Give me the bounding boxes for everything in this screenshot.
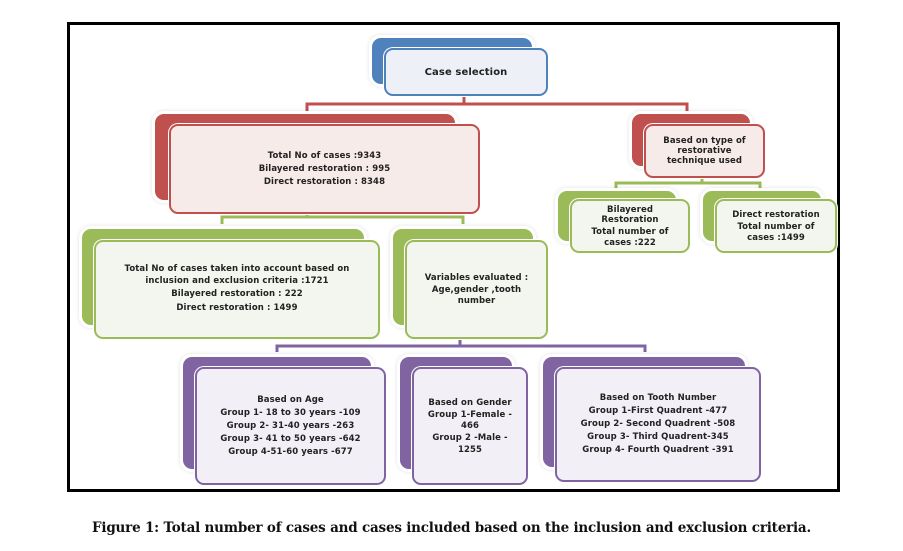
node-text: Group 4- Fourth Quadrent -391 — [582, 445, 734, 455]
node-text: Total number of — [737, 222, 815, 232]
node-total-cases: Total No of cases :9343 Bilayered restor… — [155, 114, 480, 214]
node-text: Group 1-First Quadrent -477 — [588, 406, 728, 416]
node-text: Total No of cases taken into account bas… — [124, 264, 350, 274]
node-based-on-tooth-number: Based on Tooth Number Group 1-First Quad… — [543, 357, 761, 482]
node-text: Group 2 -Male - — [432, 433, 508, 443]
node-text: Group 3- Third Quadrent-345 — [587, 432, 729, 442]
node-included-cases: Total No of cases taken into account bas… — [82, 229, 380, 339]
node-bilayered-restoration: Bilayered Restoration Total number of ca… — [558, 191, 690, 253]
node-text: Bilayered restoration : 995 — [258, 163, 391, 174]
node-text: 466 — [460, 421, 480, 431]
node-text: Total number of — [591, 226, 669, 237]
node-text: cases :222 — [604, 237, 656, 248]
node-text: Bilayered — [606, 204, 654, 215]
node-text: Variables evaluated : — [424, 273, 529, 283]
node-text: inclusion and exclusion criteria :1721 — [145, 276, 329, 286]
node-based-on-gender: Based on Gender Group 1-Female - 466 Gro… — [400, 357, 528, 485]
node-text: Case selection — [424, 66, 508, 78]
node-text: 1255 — [457, 445, 483, 455]
node-restorative-technique: Based on type of restorative technique u… — [632, 114, 765, 178]
node-text: Based on Tooth Number — [599, 393, 717, 403]
node-text: Bilayered restoration : 222 — [171, 289, 303, 299]
node-text: Direct restoration : 1499 — [176, 303, 298, 313]
node-text: Based on type of — [663, 135, 746, 146]
node-based-on-age: Based on Age Group 1- 18 to 30 years -10… — [183, 357, 386, 485]
node-direct-restoration: Direct restoration Total number of cases… — [703, 191, 837, 253]
node-text: restorative — [677, 145, 732, 156]
node-text: Direct restoration : 8348 — [263, 176, 386, 187]
node-text: Group 1-Female - — [427, 410, 513, 420]
node-text: Direct restoration — [732, 210, 820, 220]
node-case-selection: Case selection — [372, 38, 548, 98]
node-text: cases :1499 — [747, 233, 805, 243]
node-text: Restoration — [601, 214, 659, 225]
node-text: Group 3- 41 to 50 years -642 — [220, 433, 361, 444]
node-text: Group 4-51-60 years -677 — [228, 446, 353, 457]
node-text: technique used — [666, 155, 743, 166]
connector-variables-level3 — [275, 338, 647, 352]
node-text: number — [457, 296, 496, 306]
node-text: Based on Gender — [428, 398, 512, 408]
node-text: Based on Age — [257, 394, 324, 405]
node-variables-evaluated: Variables evaluated : Age,gender ,tooth … — [393, 229, 548, 339]
node-text: Group 1- 18 to 30 years -109 — [220, 407, 361, 418]
node-text: Group 2- Second Quadrent -508 — [580, 419, 736, 429]
node-text: Age,gender ,tooth — [431, 285, 522, 295]
connector-root-level1 — [305, 96, 689, 112]
figure-caption: Figure 1: Total number of cases and case… — [92, 520, 811, 536]
node-text: Group 2- 31-40 years -263 — [226, 420, 355, 431]
node-text: Total No of cases :9343 — [267, 150, 382, 161]
